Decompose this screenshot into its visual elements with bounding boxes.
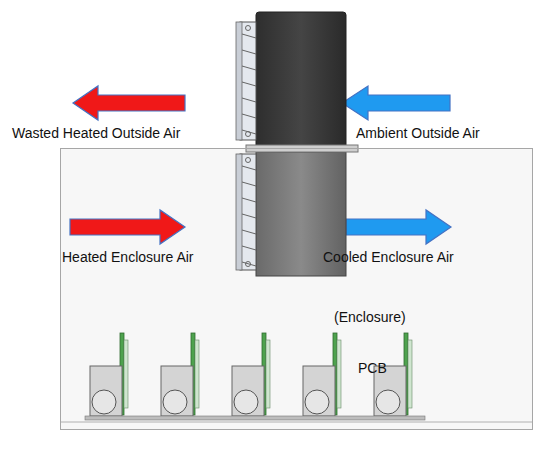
pcb-holder [303, 366, 335, 416]
hot-air-arrow [73, 86, 185, 120]
fan-rib [242, 166, 256, 170]
pcb-holder [232, 366, 264, 416]
fan-rib [242, 182, 256, 186]
air-label: Wasted Heated Outside Air [12, 125, 180, 141]
pcb-component [124, 340, 128, 408]
air-label: Ambient Outside Air [356, 125, 480, 141]
pcb-component [195, 340, 199, 408]
pcb-connector [305, 390, 329, 414]
hot-air-arrow [70, 210, 185, 244]
enclosure-label: (Enclosure) [334, 309, 406, 325]
pcb-component [337, 340, 341, 408]
fan-rib [242, 198, 256, 202]
pcb-holder [90, 366, 122, 416]
pcb-connector [163, 390, 187, 414]
fan-rib [242, 66, 256, 70]
enclosure-interior [61, 149, 532, 429]
pcb-component [266, 340, 270, 408]
pcb-connector [92, 390, 116, 414]
fan-screw [246, 132, 251, 137]
fan-rib [242, 34, 256, 38]
fan-rib [242, 82, 256, 86]
pcb-holder [161, 366, 193, 416]
cool-air-arrow [346, 210, 451, 244]
enclosure-floor [61, 422, 532, 423]
fan-rib [242, 50, 256, 54]
cool-air-arrow [342, 86, 450, 120]
fan-rib [242, 114, 256, 118]
pcb-connector [376, 390, 400, 414]
enclosure-box: (Enclosure) [60, 148, 533, 430]
part-label: PCB [358, 360, 387, 376]
pcb-rail [85, 416, 425, 420]
air-label: Heated Enclosure Air [62, 249, 194, 265]
fan-rib [242, 246, 256, 250]
air-label: Cooled Enclosure Air [323, 249, 454, 265]
pcb-component [408, 340, 412, 408]
heat-exchanger [236, 12, 358, 276]
fan-screw [246, 26, 251, 31]
fan-rib [242, 230, 256, 234]
pcb-connector [234, 390, 258, 414]
pcb-cards [85, 333, 425, 420]
fan-rib [242, 262, 256, 266]
fan-rib [242, 214, 256, 218]
fan-screw [246, 158, 251, 163]
fan-rib [242, 98, 256, 102]
fan-screw [246, 262, 251, 267]
